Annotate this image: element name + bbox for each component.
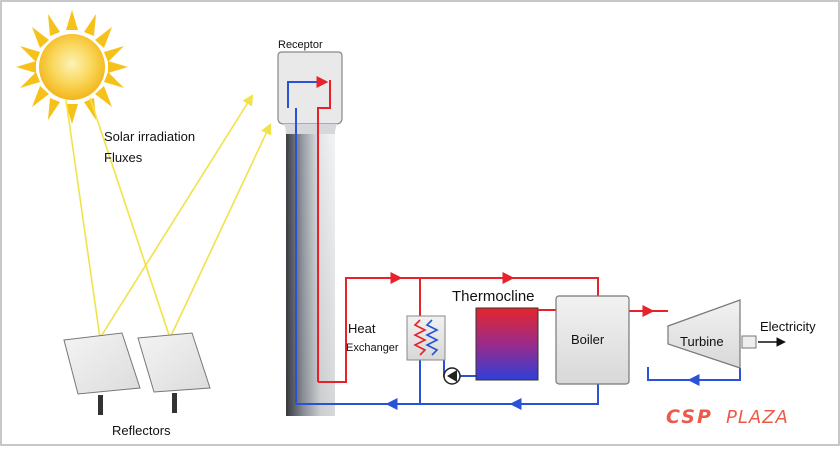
receptor-label: Receptor (278, 39, 323, 51)
receptor-tower (277, 51, 343, 416)
exchanger-label: Exchanger (346, 342, 399, 354)
brand-watermark: CSP PLAZA (666, 406, 789, 428)
turbine (667, 299, 741, 369)
ray-reflector-1-to-receptor (99, 94, 254, 339)
hot-piping (318, 272, 668, 383)
receptor-loop (287, 76, 331, 404)
thermocline-tank (475, 307, 539, 381)
brand-plaza: PLAZA (726, 407, 789, 428)
pump-icon (443, 367, 461, 385)
boiler (555, 295, 630, 385)
sun-icon (16, 10, 128, 124)
turbine-label: Turbine (680, 334, 724, 349)
heat-exchanger (406, 315, 446, 361)
reflector-1 (63, 332, 141, 415)
brand-csp: CSP (666, 406, 713, 428)
boiler-label: Boiler (571, 332, 605, 347)
receptor-head (277, 51, 343, 125)
thermocline-label: Thermocline (452, 288, 535, 305)
ray-reflector-2-to-receptor (169, 122, 272, 339)
generator-shaft (741, 335, 757, 349)
reflectors-label: Reflectors (112, 423, 171, 438)
solar-irradiation-label: Solar irradiation (104, 129, 195, 144)
solar-rays (65, 94, 272, 339)
electricity-label: Electricity (760, 319, 816, 334)
heat-label: Heat (348, 321, 376, 336)
ray-sun-to-reflector-2 (89, 97, 171, 339)
reflector-2 (137, 332, 211, 413)
ray-sun-to-reflector-1 (65, 99, 101, 339)
fluxes-label: Fluxes (104, 150, 143, 165)
